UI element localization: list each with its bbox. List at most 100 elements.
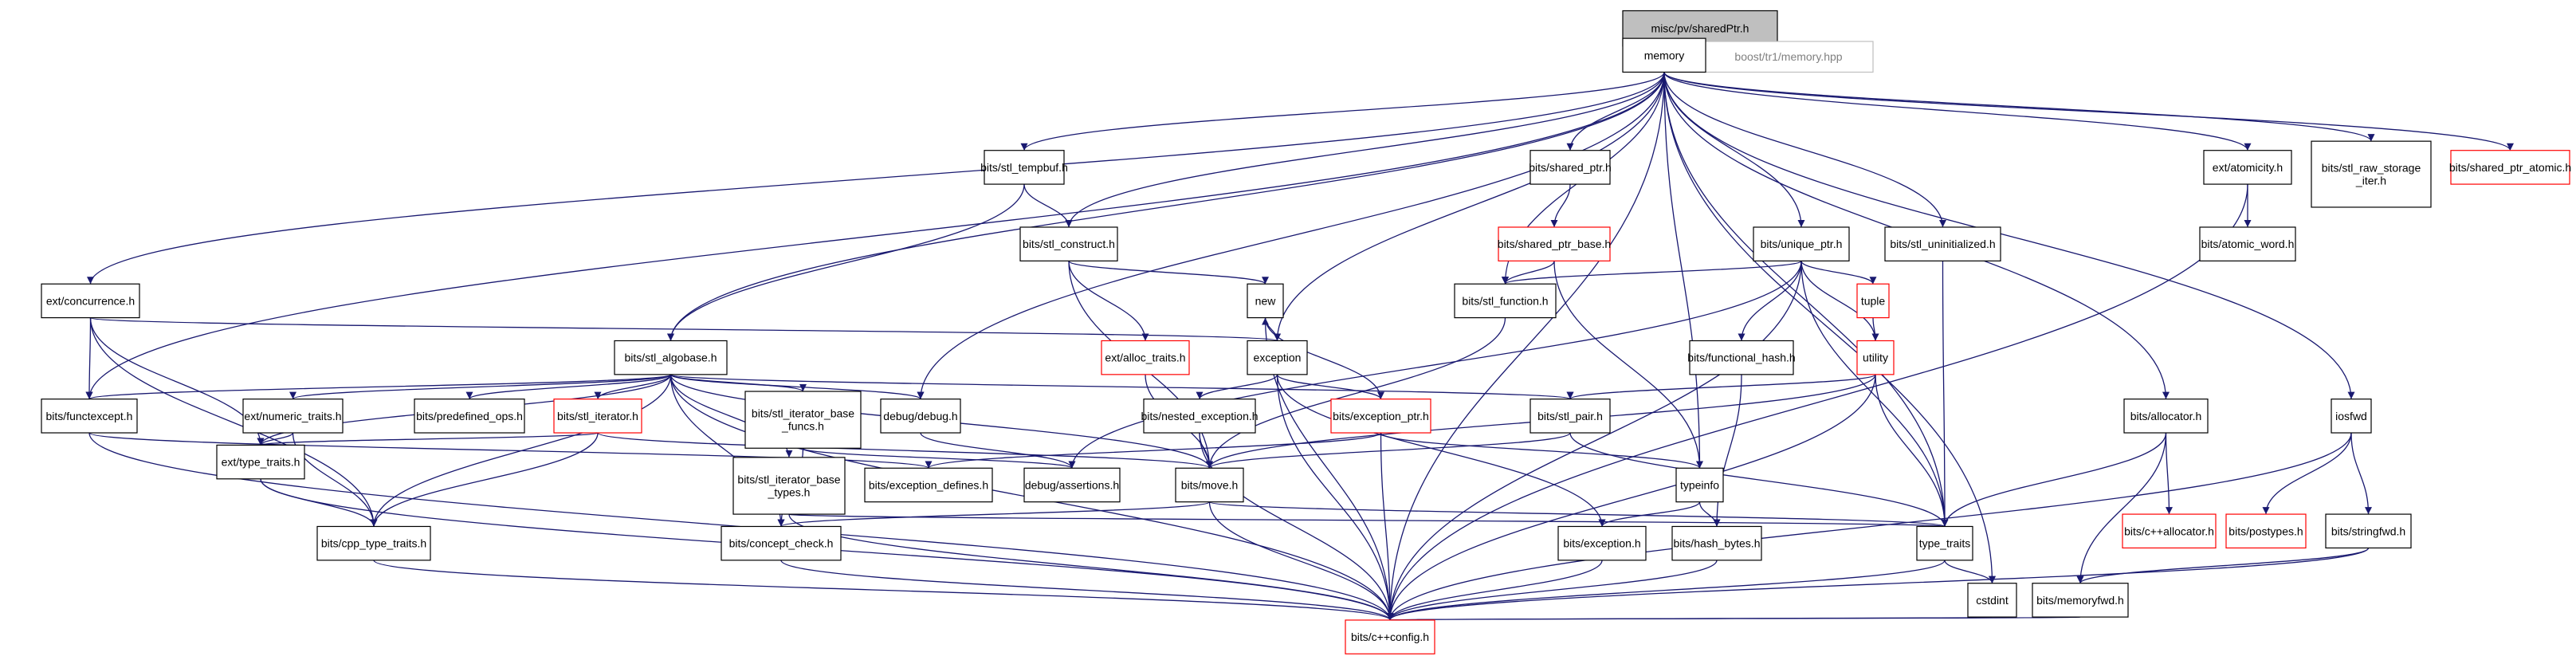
node-uninit[interactable]: bits/stl_uninitialized.h	[1884, 226, 2001, 261]
node-rawstorage[interactable]: bits/stl_raw_storage_iter.h	[2311, 140, 2432, 208]
node-box	[880, 399, 961, 434]
node-boost[interactable]: boost/tr1/memory.hpp	[1703, 41, 1874, 73]
node-funchash[interactable]: bits/functional_hash.h	[1687, 340, 1796, 375]
node-stringfwd[interactable]: bits/stringfwd.h	[2325, 513, 2412, 549]
edge-memory-to-concurrence	[87, 72, 1665, 285]
node-box	[1454, 283, 1557, 319]
node-excptr[interactable]: bits/exception_ptr.h	[1330, 399, 1431, 434]
node-label: bits/exception.h	[1563, 537, 1640, 550]
nodes-layer: misc/pv/sharedPtr.hboost/tr1/memory.hppm…	[41, 10, 2571, 654]
node-label: bits/shared_ptr_atomic.h	[2449, 161, 2571, 174]
node-typetraitsext[interactable]: ext/type_traits.h	[216, 444, 305, 480]
node-iosfwd[interactable]: iosfwd	[2331, 399, 2372, 434]
edge-new-to-exception	[1264, 317, 1281, 341]
node-excdefines[interactable]: bits/exception_defines.h	[864, 467, 993, 503]
node-itbasefuncs[interactable]: bits/stl_iterator_base_funcs.h	[744, 391, 862, 449]
node-label: bits/stl_raw_storage	[2322, 162, 2421, 175]
node-stlpair[interactable]: bits/stl_pair.h	[1530, 399, 1611, 434]
node-tempbuf[interactable]: bits/stl_tempbuf.h	[980, 150, 1068, 185]
edge-construct-to-new	[1068, 260, 1269, 285]
node-box	[2325, 513, 2412, 549]
node-label: exception	[1254, 352, 1302, 364]
node-cppconfig[interactable]: bits/c++config.h	[1345, 619, 1435, 654]
node-sharedbase[interactable]: bits/shared_ptr_base.h	[1498, 226, 1611, 261]
node-atomicword[interactable]: bits/atomic_word.h	[2199, 226, 2296, 261]
node-label: bits/stl_iterator_base	[737, 473, 840, 485]
edge-algobase-to-functexcept	[85, 374, 672, 400]
node-label: ext/type_traits.h	[222, 456, 300, 469]
node-box	[2225, 513, 2307, 549]
node-stlfunction[interactable]: bits/stl_function.h	[1454, 283, 1557, 319]
node-typetraits[interactable]: type_traits	[1916, 525, 1973, 561]
node-atomicity[interactable]: ext/atomicity.h	[2203, 150, 2292, 185]
node-label: utility	[1863, 352, 1888, 364]
node-box	[1247, 283, 1284, 319]
node-label: iosfwd	[2335, 410, 2367, 422]
node-label: ext/atomicity.h	[2213, 161, 2283, 174]
edge-excptr-to-cppconfig	[1380, 433, 1394, 620]
node-label: _funcs.h	[781, 420, 824, 433]
node-typeinfo[interactable]: typeinfo	[1675, 467, 1724, 503]
node-assertions[interactable]: debug/assertions.h	[1023, 467, 1121, 503]
node-itbasetypes[interactable]: bits/stl_iterator_base_types.h	[732, 457, 846, 515]
node-postypes[interactable]: bits/postypes.h	[2225, 513, 2307, 549]
edge-uniqueptr-to-funchash	[1738, 261, 1802, 341]
node-label: bits/c++config.h	[1351, 631, 1429, 643]
node-box	[1967, 583, 2017, 618]
node-box	[1753, 226, 1850, 261]
node-label: bits/postypes.h	[2228, 524, 2303, 537]
node-label: boost/tr1/memory.hpp	[1734, 50, 1842, 63]
node-box	[2199, 226, 2296, 261]
node-hashbytes[interactable]: bits/hash_bytes.h	[1671, 525, 1762, 561]
node-move[interactable]: bits/move.h	[1175, 467, 1244, 503]
node-debugh[interactable]: debug/debug.h	[880, 399, 961, 434]
node-label: debug/debug.h	[883, 410, 957, 422]
node-cppalloc[interactable]: bits/c++allocator.h	[2122, 513, 2217, 549]
node-stliterator[interactable]: bits/stl_iterator.h	[553, 399, 642, 434]
edge-functexcept-to-excdefines	[88, 432, 933, 469]
node-exception[interactable]: exception	[1247, 340, 1308, 375]
node-construct[interactable]: bits/stl_construct.h	[1019, 226, 1118, 261]
edge-memory-to-tempbuf	[1020, 72, 1665, 151]
node-functexcept[interactable]: bits/functexcept.h	[41, 399, 138, 434]
node-sharedptrh[interactable]: bits/shared_ptr.h	[1529, 150, 1612, 185]
node-conceptcheck[interactable]: bits/concept_check.h	[721, 525, 842, 561]
node-cstdint[interactable]: cstdint	[1967, 583, 2017, 618]
node-box	[1101, 340, 1190, 375]
node-box	[732, 457, 846, 515]
node-algobase[interactable]: bits/stl_algobase.h	[614, 340, 728, 375]
node-box	[1530, 150, 1611, 185]
node-label: bits/stl_uninitialized.h	[1890, 238, 1995, 250]
node-predefops[interactable]: bits/predefined_ops.h	[414, 399, 525, 434]
edge-typetraits-to-cppconfig	[1386, 560, 1946, 621]
edge-tuple-to-utility	[1871, 317, 1879, 341]
node-label: _types.h	[768, 485, 811, 498]
edge-typeinfo-to-bitsexception	[1598, 501, 1701, 527]
edge-stlpair-to-move	[1206, 432, 1571, 469]
node-box	[1345, 619, 1435, 654]
node-memoryfwd[interactable]: bits/memoryfwd.h	[2032, 583, 2129, 618]
node-sharedatomic[interactable]: bits/shared_ptr_atomic.h	[2449, 150, 2571, 185]
node-utility[interactable]: utility	[1856, 340, 1895, 375]
node-label: bits/unique_ptr.h	[1761, 238, 1843, 250]
node-bitsexception[interactable]: bits/exception.h	[1557, 525, 1647, 561]
node-concurrence[interactable]: ext/concurrence.h	[41, 283, 140, 319]
node-allocatorh[interactable]: bits/allocator.h	[2123, 399, 2209, 434]
node-cpptypetraits[interactable]: bits/cpp_type_traits.h	[316, 525, 431, 561]
edge-uninit-to-typetraits	[1941, 261, 1949, 527]
edge-uniqueptr-to-stlfunction	[1502, 260, 1802, 285]
edge-stringfwd-to-cppconfig	[1386, 547, 2370, 621]
node-new[interactable]: new	[1247, 283, 1284, 319]
edge-exception-to-excptr	[1276, 374, 1384, 399]
node-box	[242, 399, 344, 434]
node-nestedexc[interactable]: bits/nested_exception.h	[1141, 399, 1259, 434]
node-numerictraits[interactable]: ext/numeric_traits.h	[242, 399, 344, 434]
edge-itbasetypes-to-cppconfig	[788, 513, 1394, 621]
node-alloctraits[interactable]: ext/alloc_traits.h	[1101, 340, 1190, 375]
node-tuple[interactable]: tuple	[1856, 283, 1890, 319]
node-uniqueptr[interactable]: bits/unique_ptr.h	[1753, 226, 1850, 261]
edge-stlpair-to-typetraits	[1569, 432, 1949, 527]
node-memory[interactable]: memory	[1622, 37, 1706, 73]
node-label: bits/stringfwd.h	[2331, 524, 2405, 537]
node-box	[614, 340, 728, 375]
